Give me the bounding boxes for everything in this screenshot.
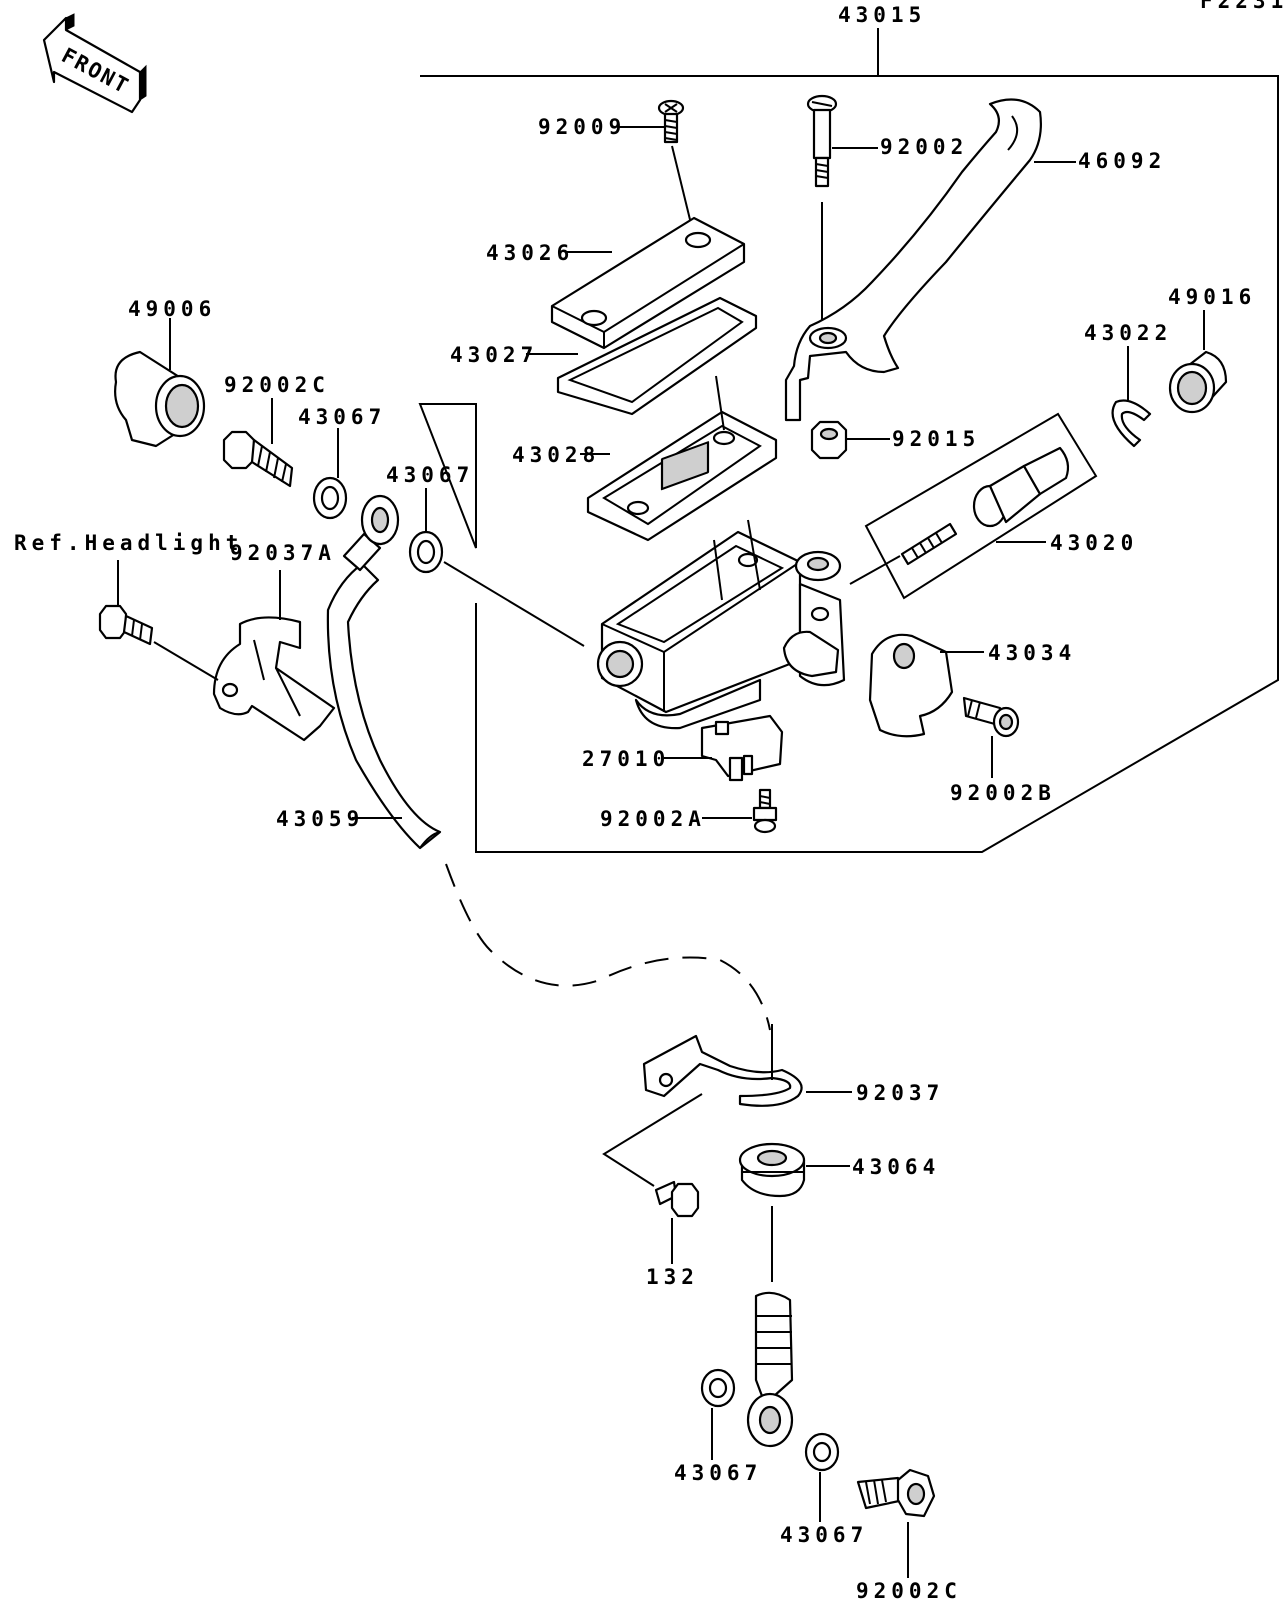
hose-routing-path — [445, 863, 771, 1031]
label-43020: 43020 — [1050, 531, 1138, 555]
washer-43067-c-icon — [700, 1368, 736, 1408]
label-92002: 92002 — [880, 135, 968, 159]
label-43028: 43028 — [512, 443, 600, 467]
label-43064: 43064 — [852, 1155, 940, 1179]
label-27010: 27010 — [582, 747, 670, 771]
label-92009: 92009 — [538, 115, 626, 139]
label-92037A: 92037A — [230, 541, 336, 565]
label-43034: 43034 — [988, 641, 1076, 665]
label-43059: 43059 — [276, 807, 364, 831]
label-43067-b: 43067 — [386, 463, 474, 487]
bolt-92002B-icon — [962, 696, 1020, 738]
label-43067-a: 43067 — [298, 405, 386, 429]
clamp-92037-icon — [642, 1034, 803, 1107]
label-92002C-bottom: 92002C — [856, 1579, 962, 1603]
banjo-bolt-92002C-top-icon — [222, 430, 294, 488]
cover-49006-icon — [114, 350, 206, 448]
label-43067-d: 43067 — [780, 1523, 868, 1547]
boot-49016-icon — [1168, 350, 1228, 414]
label-132: 132 — [646, 1265, 699, 1289]
leader-ref-headlight-axis — [153, 641, 219, 681]
diaphragm-43028-icon — [586, 410, 778, 542]
hose-lower-fitting-icon — [746, 1291, 794, 1448]
label-92015: 92015 — [892, 427, 980, 451]
label-49016: 49016 — [1168, 285, 1256, 309]
pivot-bolt-92002-icon — [806, 94, 838, 188]
screw-92002A-icon — [752, 788, 778, 834]
circlip-43022-icon — [1111, 399, 1152, 448]
washer-43067-b-icon — [408, 530, 444, 574]
leader-body-axis — [713, 539, 723, 601]
bolt-132-icon — [654, 1180, 700, 1218]
leader-43020-axis — [849, 555, 901, 585]
label-43015: 43015 — [838, 3, 926, 27]
label-92002A: 92002A — [600, 807, 706, 831]
washer-43067-d-icon — [804, 1432, 840, 1472]
screw-92009-icon — [657, 99, 685, 144]
washer-43067-a-icon — [312, 476, 348, 520]
assembly-outline — [418, 75, 1279, 853]
front-arrow-icon: FRONT — [42, 13, 147, 114]
label-43026: 43026 — [486, 241, 574, 265]
brake-switch-27010-icon — [700, 714, 784, 782]
banjo-bolt-92002C-bottom-icon — [856, 1468, 936, 1518]
reservoir-cap-43026-icon — [550, 216, 746, 350]
diaphragm-43027-icon — [556, 296, 758, 416]
nut-92015-icon — [810, 420, 848, 460]
headlight-bolt-icon — [98, 604, 154, 646]
label-92002B: 92002B — [950, 781, 1056, 805]
diagram-code: F2231A — [1200, 0, 1283, 13]
clamp-92037A-icon — [212, 616, 336, 742]
master-cylinder-body-icon — [596, 530, 846, 730]
label-46092: 46092 — [1078, 149, 1166, 173]
lever-46092-icon — [784, 98, 1042, 422]
grommet-43064-icon — [738, 1142, 806, 1198]
leader-body-axis2 — [747, 519, 761, 591]
label-43022: 43022 — [1084, 321, 1172, 345]
label-92002C-top: 92002C — [224, 373, 330, 397]
label-ref-headlight: Ref.Headlight — [14, 531, 243, 555]
leader-132-axis — [602, 1093, 703, 1187]
label-43067-c: 43067 — [674, 1461, 762, 1485]
label-92037: 92037 — [856, 1081, 944, 1105]
piston-kit-43020-icon — [900, 446, 1070, 566]
piston-kit-43020-box — [864, 412, 1098, 600]
brake-hose-43059-icon — [326, 494, 442, 850]
holder-43034-icon — [868, 633, 954, 738]
label-43027: 43027 — [450, 343, 538, 367]
leader-43067-b-axis — [443, 561, 585, 647]
leader-43028-axis — [715, 375, 725, 431]
label-49006: 49006 — [128, 297, 216, 321]
